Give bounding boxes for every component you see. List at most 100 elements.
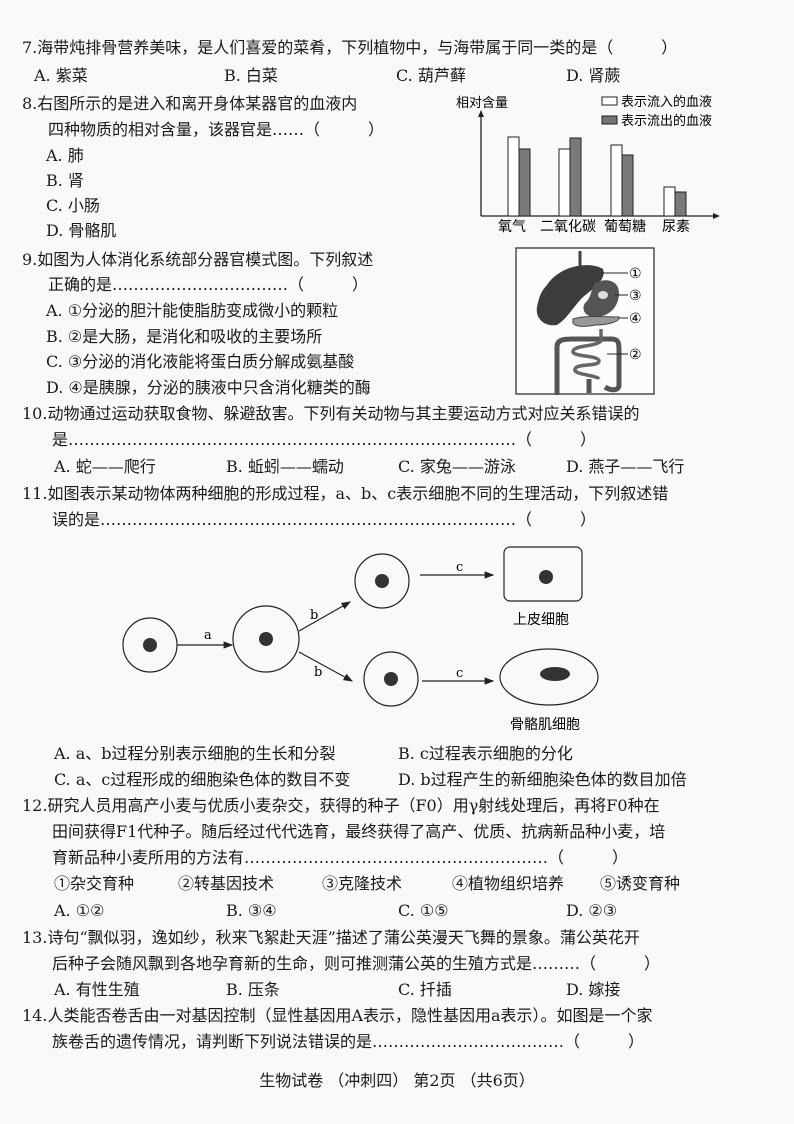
- q10-option-b[interactable]: B. 蚯蚓——蠕动: [226, 457, 344, 476]
- question-9-line-2: 正确的是……………………………（ ）: [48, 275, 369, 294]
- q12-method-5: ⑤诱变育种: [600, 874, 681, 893]
- question-stem: 动物通过运动获取食物、躲避敌害。下列有关动物与其主要运动方式对应关系错误的: [47, 404, 640, 423]
- q13-option-d[interactable]: D. 嫁接: [566, 980, 621, 999]
- q7-option-c[interactable]: C. 葫芦藓: [396, 66, 466, 85]
- q8-option-b[interactable]: B. 肾: [46, 171, 84, 190]
- question-11: 11.如图表示某动物体两种细胞的形成过程，a、b、c表示细胞不同的生理活动，下列…: [22, 484, 668, 504]
- digestive-system-figure: ① ③ ④ ②: [515, 247, 655, 395]
- question-12: 12.研究人员用高产小麦与优质小麦杂交，获得的种子（F0）用γ射线处理后，再将F…: [22, 796, 660, 816]
- arrow-label-a: a: [204, 628, 212, 643]
- large-intestine-shape: [554, 336, 622, 395]
- question-stem: 右图所示的是进入和离开身体某器官的血液内: [37, 94, 358, 113]
- question-13: 13.诗句“飘似羽，逸如纱，秋来飞絮赴天涯”描述了蒲公英漫天飞舞的景象。蒲公英花…: [22, 928, 640, 948]
- y-axis-label: 相对含量: [456, 95, 508, 111]
- q9-option-b[interactable]: B. ②是大肠，是消化和吸收的主要场所: [46, 327, 323, 346]
- question-12-line-2: 田间获得F1代种子。随后经过代代选育，最终获得了高产、优质、抗病新品种小麦，培: [52, 822, 666, 841]
- arrow-label-b-top: b: [310, 608, 318, 623]
- bar-co2-out: [569, 137, 582, 217]
- question-number: 14.: [22, 1006, 48, 1025]
- q7-option-b[interactable]: B. 白菜: [224, 66, 278, 85]
- q13-option-a[interactable]: A. 有性生殖: [54, 980, 140, 999]
- arrow-label-c-top: c: [456, 560, 463, 575]
- q11-option-c[interactable]: C. a、c过程形成的细胞染色体的数目不变: [54, 770, 351, 789]
- label-3: ③: [629, 288, 642, 304]
- small-intestine-shape: [571, 329, 603, 381]
- bar-urea-in: [663, 186, 676, 217]
- q8-option-d[interactable]: D. 骨骼肌: [46, 221, 117, 240]
- q7-option-a[interactable]: A. 紫菜: [34, 66, 88, 85]
- label-2: ②: [629, 347, 642, 363]
- q10-option-d[interactable]: D. 燕子——飞行: [566, 457, 685, 476]
- legend-outflow: 表示流出的血液: [621, 113, 712, 129]
- label-skeletal-muscle-cell: 骨骼肌细胞: [510, 717, 580, 733]
- category-oxygen: 氧气: [498, 219, 526, 235]
- q11-option-b[interactable]: B. c过程表示细胞的分化: [398, 744, 573, 763]
- question-number: 12.: [22, 796, 48, 815]
- page-footer: 生物试卷 （冲刺四） 第2页 （共6页）: [259, 1071, 535, 1090]
- grown-cell: [232, 605, 300, 673]
- question-number: 8.: [22, 94, 38, 113]
- q7-option-d[interactable]: D. 肾蕨: [566, 66, 621, 85]
- cell-formation-figure: a b b c 上皮细胞 c 骨骼肌细胞: [122, 546, 599, 733]
- q12-option-b[interactable]: B. ③④: [226, 901, 277, 920]
- q11-option-a[interactable]: A. a、b过程分别表示细胞的生长和分裂: [54, 744, 336, 763]
- q8-option-c[interactable]: C. 小肠: [46, 196, 100, 215]
- question-number: 10.: [22, 404, 48, 423]
- q10-option-c[interactable]: C. 家兔——游泳: [398, 457, 516, 476]
- bar-glucose-out: [621, 154, 634, 217]
- bar-oxygen-out: [518, 148, 531, 217]
- question-9: 9.如图为人体消化系统部分器官模式图。下列叙述: [22, 250, 373, 270]
- q11-option-d[interactable]: D. b过程产生的新细胞染色体的数目加倍: [398, 770, 687, 789]
- q13-option-b[interactable]: B. 压条: [226, 980, 280, 999]
- q12-method-3: ③克隆技术: [322, 874, 403, 893]
- q12-method-4: ④植物组织培养: [452, 874, 565, 893]
- question-13-line-2: 后种子会随风飘到各地孕育新的生命，则可推测蒲公英的生殖方式是………（ ）: [52, 954, 661, 973]
- q10-option-a[interactable]: A. 蛇——爬行: [54, 457, 156, 476]
- q12-option-c[interactable]: C. ①⑤: [398, 901, 449, 920]
- q12-method-2: ②转基因技术: [178, 874, 275, 893]
- arrow-label-c-bottom: c: [456, 666, 463, 681]
- pancreas-shape: [572, 316, 620, 327]
- question-stem: 研究人员用高产小麦与优质小麦杂交，获得的种子（F0）用γ射线处理后，再将F0种在: [47, 796, 660, 815]
- question-stem: 诗句“飘似羽，逸如纱，秋来飞絮赴天涯”描述了蒲公英漫天飞舞的景象。蒲公英花开: [47, 928, 640, 947]
- bar-oxygen-in: [507, 136, 520, 217]
- blood-content-bar-chart: 相对含量 表示流入的血液 表示流出的血液 氧气 二氧化碳 葡萄糖 尿素: [456, 94, 720, 235]
- q13-option-c[interactable]: C. 扦插: [398, 980, 452, 999]
- bar-co2-in: [558, 148, 571, 217]
- bar-urea-out: [674, 191, 687, 217]
- question-8-line-2: 四种物质的相对含量，该器官是……（ ）: [48, 120, 385, 139]
- q9-option-c[interactable]: C. ③分泌的消化液能将蛋白质分解成氨基酸: [46, 352, 355, 371]
- question-number: 7.: [22, 38, 38, 57]
- bar-glucose-in: [610, 144, 623, 217]
- question-number: 9.: [22, 250, 38, 269]
- question-12-line-3: 育新品种小麦所用的方法有…………………………………………………（ ）: [52, 848, 629, 867]
- q12-option-a[interactable]: A. ①②: [54, 901, 105, 920]
- daughter-cell-top: [354, 553, 410, 609]
- question-7: 7.海带炖排骨营养美味，是人们喜爱的菜肴，下列植物中，与海带属于同一类的是（ ）: [22, 38, 677, 58]
- category-glucose: 葡萄糖: [604, 219, 646, 235]
- label-epithelial-cell: 上皮细胞: [513, 612, 569, 628]
- q8-option-a[interactable]: A. 肺: [46, 146, 84, 165]
- question-11-line-2: 误的是……………………………………………………………………（ ）: [52, 510, 597, 529]
- question-stem: 如图为人体消化系统部分器官模式图。下列叙述: [37, 250, 374, 269]
- legend-inflow: 表示流入的血液: [621, 94, 712, 110]
- daughter-cell-bottom: [363, 651, 419, 707]
- question-number: 13.: [22, 928, 48, 947]
- q9-option-d[interactable]: D. ④是胰腺，分泌的胰液中只含消化糖类的酶: [46, 378, 371, 397]
- question-14: 14.人类能否卷舌由一对基因控制（显性基因用A表示，隐性基因用a表示）。如图是一…: [22, 1006, 653, 1026]
- q12-option-d[interactable]: D. ②③: [566, 901, 618, 920]
- question-10-line-2: 是…………………………………………………………………………（ ）: [52, 430, 597, 449]
- question-8: 8.右图所示的是进入和离开身体某器官的血液内: [22, 94, 357, 114]
- question-10: 10.动物通过运动获取食物、躲避敌害。下列有关动物与其主要运动方式对应关系错误的: [22, 404, 639, 424]
- category-urea: 尿素: [662, 219, 690, 235]
- q9-option-a[interactable]: A. ①分泌的胆汁能使脂肪变成微小的颗粒: [46, 301, 339, 320]
- question-14-line-2: 族卷舌的遗传情况，请判断下列说法错误的是………………………………（ ）: [52, 1032, 645, 1051]
- question-stem: 海带炖排骨营养美味，是人们喜爱的菜肴，下列植物中，与海带属于同一类的是（ ）: [37, 38, 678, 57]
- question-stem: 如图表示某动物体两种细胞的形成过程，a、b、c表示细胞不同的生理活动，下列叙述错: [47, 484, 669, 503]
- skeletal-muscle-cell: [499, 648, 599, 706]
- arrow-label-b-bottom: b: [314, 665, 322, 680]
- epithelial-cell: [503, 546, 583, 602]
- label-4: ④: [629, 311, 642, 327]
- question-number: 11.: [22, 484, 48, 503]
- label-1: ①: [629, 266, 642, 282]
